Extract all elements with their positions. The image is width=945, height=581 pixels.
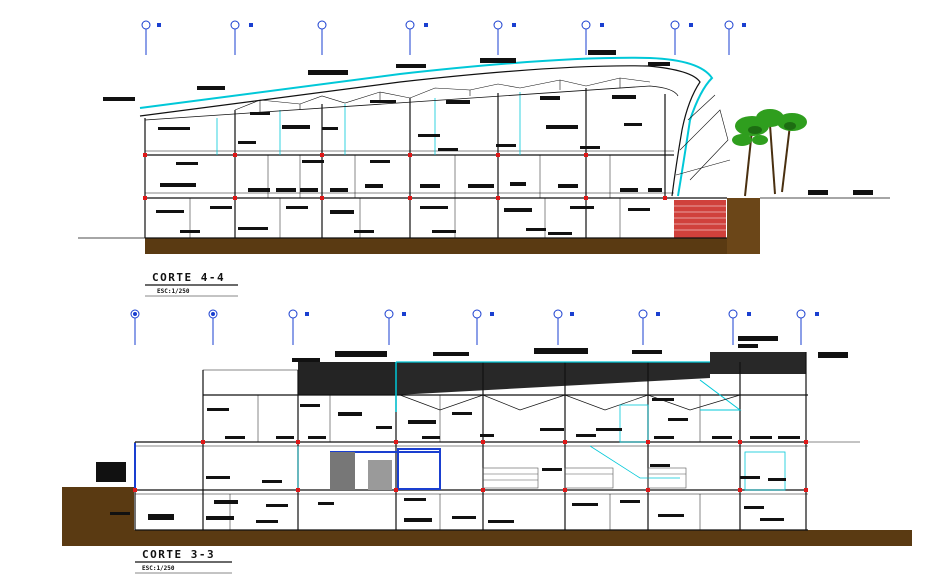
- grid-bubble: [728, 309, 751, 345]
- grid-bubble: [670, 20, 693, 55]
- section-title-corte-3-3: CORTE 3-3: [142, 548, 215, 561]
- grid-bubble: [230, 20, 253, 55]
- section-scale-corte-4-4: ESC:1/250: [157, 288, 190, 295]
- grid-bubble: [553, 309, 574, 345]
- grid-bubble: [208, 309, 218, 345]
- building-structure-4-4: [144, 88, 727, 239]
- grid-bubble: [405, 20, 428, 55]
- section-scale-corte-3-3: ESC:1/250: [142, 565, 175, 572]
- section-corte-3-3: CORTE 3-3 ESC:1/250: [62, 309, 912, 574]
- section-title-corte-4-4: CORTE 4-4: [152, 271, 225, 284]
- ground-foundation: [145, 238, 760, 254]
- grid-bubble: [384, 309, 406, 345]
- section-corte-4-4: CORTE 4-4 ESC:1/250: [78, 20, 890, 297]
- stair-hatch: [674, 200, 726, 238]
- grid-bubble: [130, 309, 140, 345]
- grid-bubble: [724, 20, 746, 55]
- grid-bubble: [638, 309, 660, 345]
- annotation-labels-4-4: [103, 50, 873, 235]
- grid-bubble: [141, 20, 161, 55]
- ground-strip-3-3: [62, 530, 912, 546]
- equipment-block: [330, 452, 355, 490]
- ground-foundation-right: [727, 198, 760, 254]
- grid-axis-bubbles-bottom: [130, 309, 819, 345]
- grid-bubble: [472, 309, 494, 345]
- annotation-labels-3-3: [110, 336, 848, 523]
- grid-bubble: [288, 309, 309, 345]
- grid-bubble: [493, 20, 516, 55]
- roof-truss-3-3: [298, 352, 806, 412]
- curved-roof-4-4: [139, 56, 714, 197]
- palm-trees: [732, 109, 807, 197]
- grid-bubble: [581, 20, 604, 55]
- grid-bubble: [317, 20, 327, 55]
- grid-bubble: [796, 309, 819, 345]
- grid-axis-bubbles-top: [141, 20, 746, 55]
